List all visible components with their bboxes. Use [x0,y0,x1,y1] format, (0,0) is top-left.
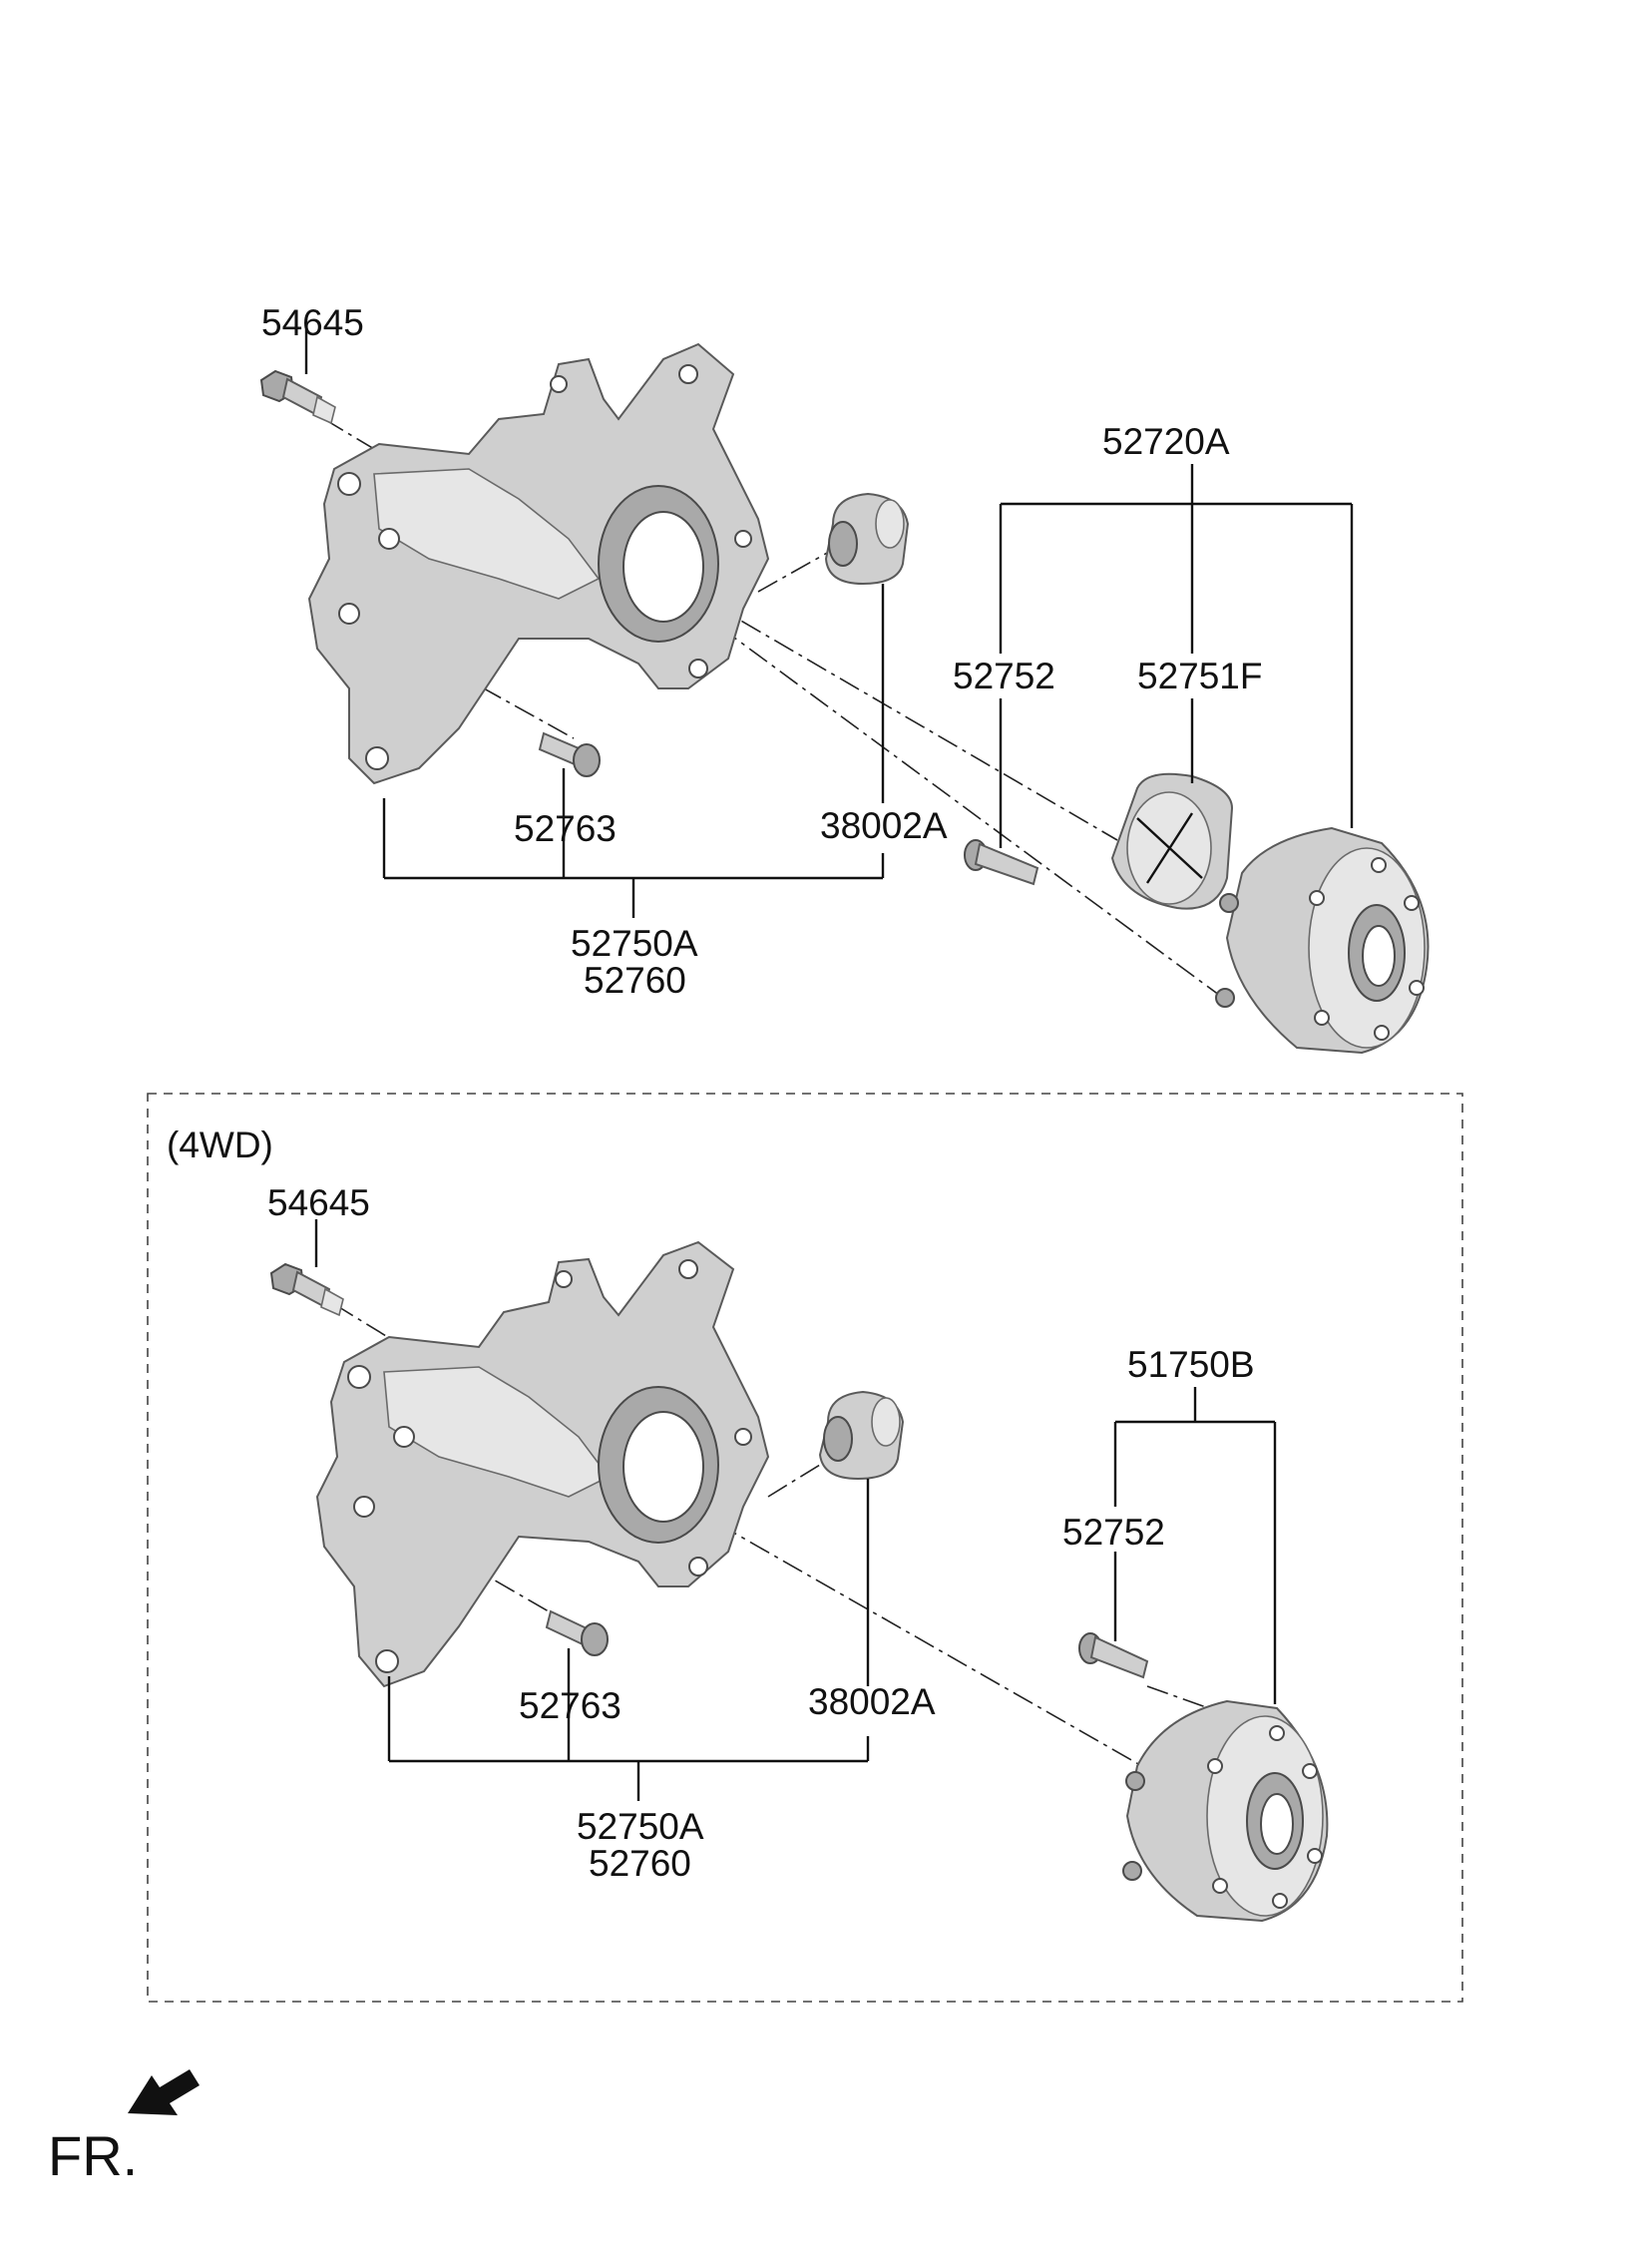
bottom-bushing-label: 38002A [808,1681,936,1722]
bottom-bushing-part[interactable] [818,1390,905,1481]
top-bushing-part[interactable] [824,492,910,586]
top-assembly: 54645 52720A 52752 52751F 52763 38002A 5… [259,302,1430,1055]
top-leader-lines [304,329,1354,918]
front-marker: FR. [48,2069,200,2187]
4wd-section-frame [147,1093,1463,2003]
section-title: (4WD) [167,1125,273,1165]
top-bolt-label: 54645 [261,302,364,343]
top-cap-part[interactable] [1110,772,1234,910]
top-knuckle-label-a: 52750A [571,923,698,964]
bottom-hub-bolt-part[interactable] [1078,1632,1149,1679]
4wd-section: (4WD) [147,1093,1463,2003]
top-cap-label: 52751F [1137,656,1263,696]
bottom-leader-lines [314,1219,1277,1801]
bottom-bolt-part[interactable] [269,1262,344,1317]
bottom-hub-bolt-label: 52752 [1062,1512,1165,1553]
top-hub-bolt-part[interactable] [964,839,1039,886]
top-knuckle-label-b: 52760 [584,960,686,1001]
top-hub-part[interactable] [1215,826,1430,1055]
bottom-pin-label: 52763 [519,1685,621,1726]
bottom-pin-part[interactable] [545,1609,609,1656]
bottom-knuckle-part[interactable] [315,1240,770,1688]
top-pin-part[interactable] [538,731,601,777]
top-hub-bolt-label: 52752 [953,656,1055,696]
top-knuckle-part[interactable] [307,342,770,785]
bottom-hub-part[interactable] [1122,1699,1329,1923]
top-hub-assembly-label: 52720A [1102,421,1230,462]
bottom-knuckle-label-a: 52750A [577,1806,704,1847]
bottom-hub-assembly-label: 51750B [1127,1344,1255,1385]
front-direction-arrow-icon [128,2069,200,2115]
front-marker-label: FR. [48,2124,138,2187]
top-pin-label: 52763 [514,808,617,849]
bottom-knuckle-label-b: 52760 [589,1843,691,1884]
top-bolt-part[interactable] [259,369,336,425]
top-bushing-label: 38002A [820,805,948,846]
bottom-bolt-label: 54645 [267,1182,370,1223]
